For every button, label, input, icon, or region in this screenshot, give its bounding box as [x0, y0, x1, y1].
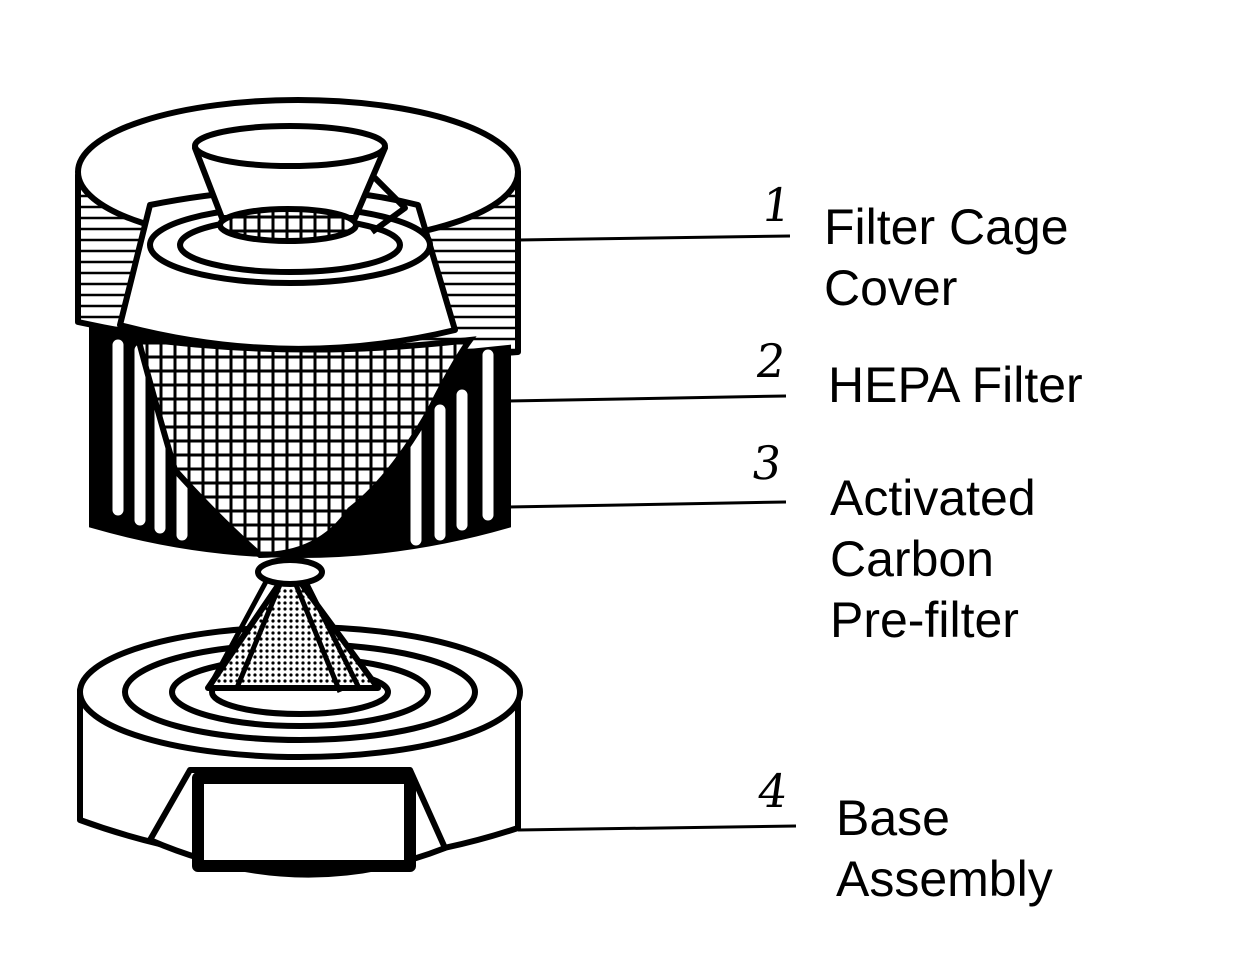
label-line: Cover [824, 260, 958, 316]
label-line: HEPA Filter [828, 357, 1083, 413]
leader-line-3 [507, 500, 787, 509]
label-line: Pre-filter [830, 592, 1019, 648]
label-activated-carbon-pre-filter: Activated Carbon Pre-filter [830, 468, 1036, 651]
leader-line-1 [517, 234, 791, 242]
label-line: Activated [830, 470, 1036, 526]
base-assembly-drawing [77, 557, 523, 878]
label-base-assembly: Base Assembly [836, 788, 1053, 910]
leader-lines [507, 234, 797, 832]
leader-line-4 [517, 824, 797, 832]
hepa-filter-drawing [89, 326, 511, 559]
label-line: Filter Cage [824, 199, 1069, 255]
filter-cage-cover-drawing [75, 97, 521, 360]
leader-line-2 [507, 394, 787, 403]
label-filter-cage-cover: Filter Cage Cover [824, 197, 1069, 319]
label-line: Assembly [836, 851, 1053, 907]
label-hepa-filter: HEPA Filter [828, 355, 1083, 416]
label-line: Base [836, 790, 950, 846]
label-line: Carbon [830, 531, 994, 587]
